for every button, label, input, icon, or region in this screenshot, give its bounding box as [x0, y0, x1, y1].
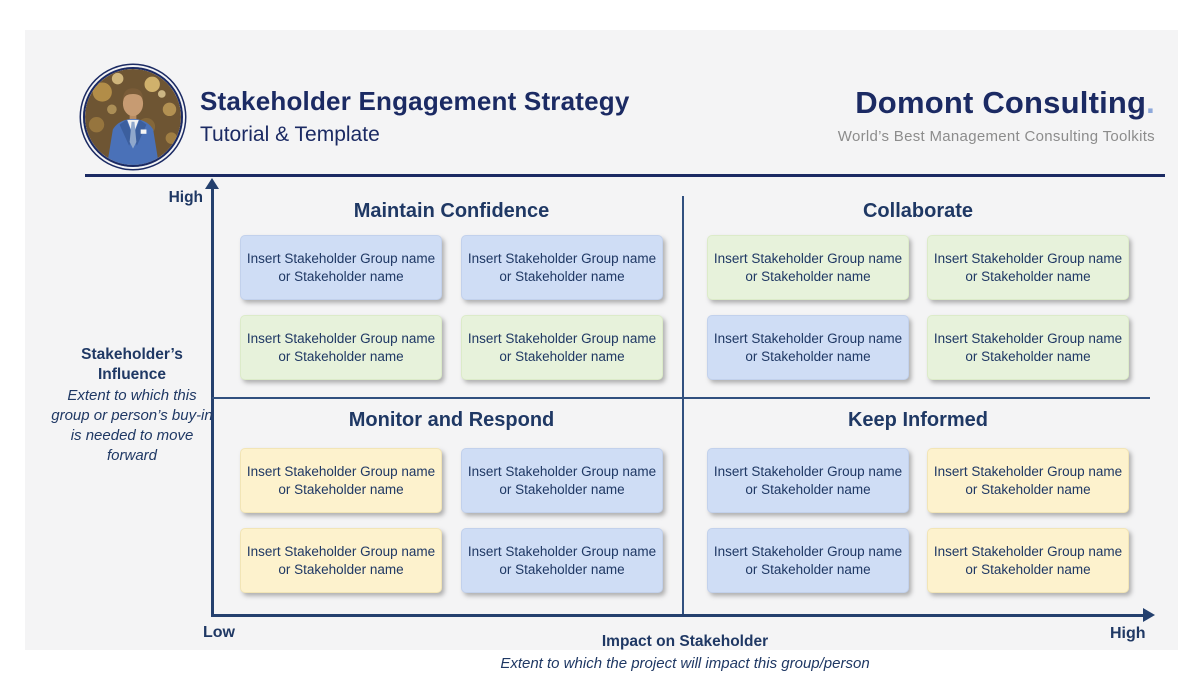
quadrant-monitor-and-respond: Insert Stakeholder Group name or Stakeho… [240, 448, 663, 593]
y-axis-arrowhead-icon [205, 178, 219, 189]
quadrant-maintain-confidence: Insert Stakeholder Group name or Stakeho… [240, 235, 663, 380]
y-axis-title-block: Stakeholder’s Influence Extent to which … [51, 345, 213, 466]
box-text-line1: Insert Stakeholder Group name [467, 544, 657, 559]
brand-logo: Domont Consulting. [725, 85, 1155, 121]
box-text-line1: Insert Stakeholder Group name [246, 251, 436, 266]
x-axis-high-label: High [1110, 625, 1146, 642]
stakeholder-box[interactable]: Insert Stakeholder Group name or Stakeho… [927, 235, 1129, 300]
box-text-line2: or Stakeholder name [965, 348, 1091, 364]
stakeholder-box[interactable]: Insert Stakeholder Group name or Stakeho… [707, 448, 909, 513]
brand-dot: . [1146, 85, 1155, 120]
y-axis-title: Stakeholder’s Influence [81, 346, 183, 383]
box-text-line2: or Stakeholder name [278, 348, 404, 364]
box-text-line2: or Stakeholder name [278, 268, 404, 284]
box-text-line2: or Stakeholder name [745, 348, 871, 364]
x-axis-title-block: Impact on Stakeholder Extent to which th… [435, 633, 935, 672]
box-text-line2: or Stakeholder name [965, 481, 1091, 497]
stakeholder-box[interactable]: Insert Stakeholder Group name or Stakeho… [707, 235, 909, 300]
x-axis-arrowhead-icon [1143, 608, 1155, 622]
box-text-line2: or Stakeholder name [965, 268, 1091, 284]
box-text-line2: or Stakeholder name [278, 561, 404, 577]
brand-tagline: World’s Best Management Consulting Toolk… [837, 128, 1155, 145]
box-text-line1: Insert Stakeholder Group name [246, 544, 436, 559]
stakeholder-box[interactable]: Insert Stakeholder Group name or Stakeho… [240, 315, 442, 380]
box-text-line2: or Stakeholder name [499, 481, 625, 497]
quadrant-keep-informed: Insert Stakeholder Group name or Stakeho… [707, 448, 1129, 593]
page-subtitle: Tutorial & Template [200, 123, 380, 146]
brand-block: Domont Consulting. World’s Best Manageme… [725, 85, 1155, 145]
box-text-line1: Insert Stakeholder Group name [467, 331, 657, 346]
quadrant-divider-horizontal [212, 397, 1150, 399]
box-text-line2: or Stakeholder name [499, 348, 625, 364]
stakeholder-box[interactable]: Insert Stakeholder Group name or Stakeho… [707, 315, 909, 380]
box-text-line2: or Stakeholder name [965, 561, 1091, 577]
stakeholder-box[interactable]: Insert Stakeholder Group name or Stakeho… [240, 235, 442, 300]
box-text-line1: Insert Stakeholder Group name [933, 251, 1123, 266]
box-text-line2: or Stakeholder name [745, 481, 871, 497]
quadrant-title-monitor-and-respond: Monitor and Respond [348, 409, 555, 431]
stakeholder-box[interactable]: Insert Stakeholder Group name or Stakeho… [240, 448, 442, 513]
stakeholder-box[interactable]: Insert Stakeholder Group name or Stakeho… [461, 528, 663, 593]
stakeholder-box[interactable]: Insert Stakeholder Group name or Stakeho… [707, 528, 909, 593]
box-text-line1: Insert Stakeholder Group name [933, 464, 1123, 479]
box-text-line2: or Stakeholder name [745, 268, 871, 284]
stakeholder-box[interactable]: Insert Stakeholder Group name or Stakeho… [461, 235, 663, 300]
box-text-line1: Insert Stakeholder Group name [246, 331, 436, 346]
box-text-line1: Insert Stakeholder Group name [713, 251, 903, 266]
box-text-line2: or Stakeholder name [499, 268, 625, 284]
x-axis-line [211, 614, 1145, 617]
stakeholder-box[interactable]: Insert Stakeholder Group name or Stakeho… [461, 315, 663, 380]
y-axis-description: Extent to which this group or person’s b… [51, 387, 213, 464]
brand-text: Domont Consulting [855, 85, 1147, 120]
box-text-line1: Insert Stakeholder Group name [713, 331, 903, 346]
box-text-line2: or Stakeholder name [278, 481, 404, 497]
stakeholder-box[interactable]: Insert Stakeholder Group name or Stakeho… [927, 448, 1129, 513]
slide-background: Stakeholder Engagement Strategy Tutorial… [25, 30, 1178, 672]
box-text-line1: Insert Stakeholder Group name [713, 464, 903, 479]
stakeholder-box[interactable]: Insert Stakeholder Group name or Stakeho… [927, 528, 1129, 593]
presenter-photo [83, 67, 183, 167]
quadrant-title-keep-informed: Keep Informed [847, 409, 989, 431]
quadrant-divider-vertical [682, 196, 684, 614]
x-axis-description: Extent to which the project will impact … [500, 655, 870, 672]
stakeholder-box[interactable]: Insert Stakeholder Group name or Stakeho… [461, 448, 663, 513]
header-title-block: Stakeholder Engagement Strategy Tutorial… [200, 86, 630, 147]
quadrant-title-collaborate: Collaborate [862, 200, 974, 222]
box-text-line2: or Stakeholder name [745, 561, 871, 577]
stakeholder-box[interactable]: Insert Stakeholder Group name or Stakeho… [927, 315, 1129, 380]
y-axis-low-label: Low [203, 624, 235, 641]
box-text-line1: Insert Stakeholder Group name [713, 544, 903, 559]
quadrant-title-maintain-confidence: Maintain Confidence [353, 200, 550, 222]
box-text-line1: Insert Stakeholder Group name [933, 544, 1123, 559]
page-title: Stakeholder Engagement Strategy [200, 86, 630, 116]
box-text-line1: Insert Stakeholder Group name [467, 251, 657, 266]
presenter-photo-illustration [85, 69, 181, 165]
quadrant-collaborate: Insert Stakeholder Group name or Stakeho… [707, 235, 1129, 380]
header-divider [85, 174, 1165, 177]
x-axis-title: Impact on Stakeholder [601, 633, 769, 650]
box-text-line1: Insert Stakeholder Group name [467, 464, 657, 479]
y-axis-line [211, 188, 214, 616]
stakeholder-box[interactable]: Insert Stakeholder Group name or Stakeho… [240, 528, 442, 593]
y-axis-high-label: High [168, 189, 203, 206]
box-text-line2: or Stakeholder name [499, 561, 625, 577]
box-text-line1: Insert Stakeholder Group name [933, 331, 1123, 346]
box-text-line1: Insert Stakeholder Group name [246, 464, 436, 479]
